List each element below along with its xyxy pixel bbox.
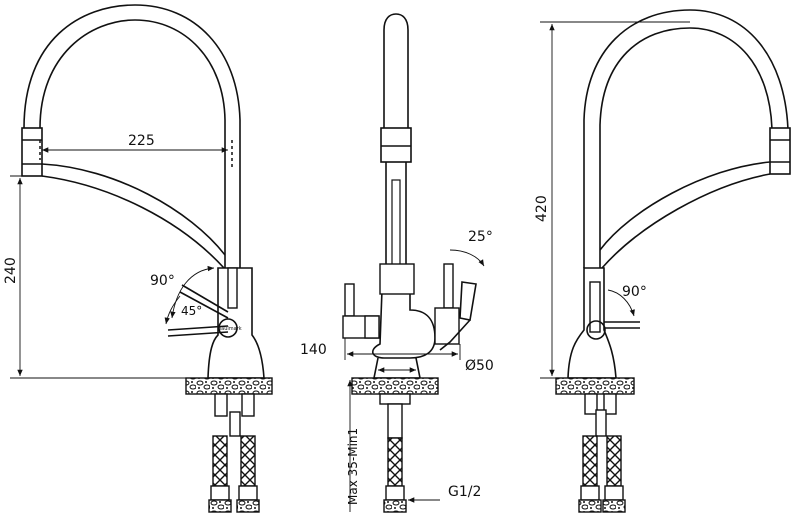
dim-mounting-thickness: Max 35-Min1 bbox=[346, 428, 360, 505]
brand-mark-text: paulmark bbox=[218, 326, 242, 332]
front-countertop bbox=[351, 377, 439, 395]
front-right-handle bbox=[434, 307, 460, 345]
dim-filter-handle-angle: 25° bbox=[468, 229, 493, 245]
right-spout-tip bbox=[769, 127, 791, 175]
left-countertop bbox=[185, 377, 273, 395]
left-handle bbox=[227, 267, 238, 309]
dim-handle-angle: 45° bbox=[181, 304, 202, 318]
right-hose-a bbox=[582, 435, 598, 487]
left-side-view: paulmark 225 240 90° 45° bbox=[3, 4, 273, 513]
left-hose-a bbox=[212, 435, 228, 487]
left-spout-arc bbox=[23, 4, 241, 268]
dim-handle-rotation: 90° bbox=[150, 273, 175, 289]
dim-thread-size: G1/2 bbox=[448, 484, 481, 500]
dim-handle-offset: 140 bbox=[300, 342, 327, 358]
right-side-view: 90° 420 bbox=[534, 9, 791, 513]
front-view: 25° 140 Ø50 Max 35-Min1 G1/2 bbox=[300, 13, 494, 513]
right-spout-arc bbox=[583, 9, 789, 268]
dim-base-diameter: Ø50 bbox=[465, 358, 494, 374]
dim-total-height: 420 bbox=[534, 195, 550, 222]
front-hose bbox=[387, 437, 403, 487]
left-hose-b bbox=[240, 435, 256, 487]
dim-spout-height: 240 bbox=[3, 257, 19, 284]
front-faucet-body bbox=[372, 289, 436, 359]
dim-spout-reach: 225 bbox=[128, 133, 155, 149]
front-spout-neck bbox=[383, 13, 409, 128]
left-spout-tip bbox=[21, 127, 43, 177]
dim-right-handle-rotation: 90° bbox=[622, 284, 647, 300]
right-countertop bbox=[555, 377, 635, 395]
right-hose-b bbox=[606, 435, 622, 487]
